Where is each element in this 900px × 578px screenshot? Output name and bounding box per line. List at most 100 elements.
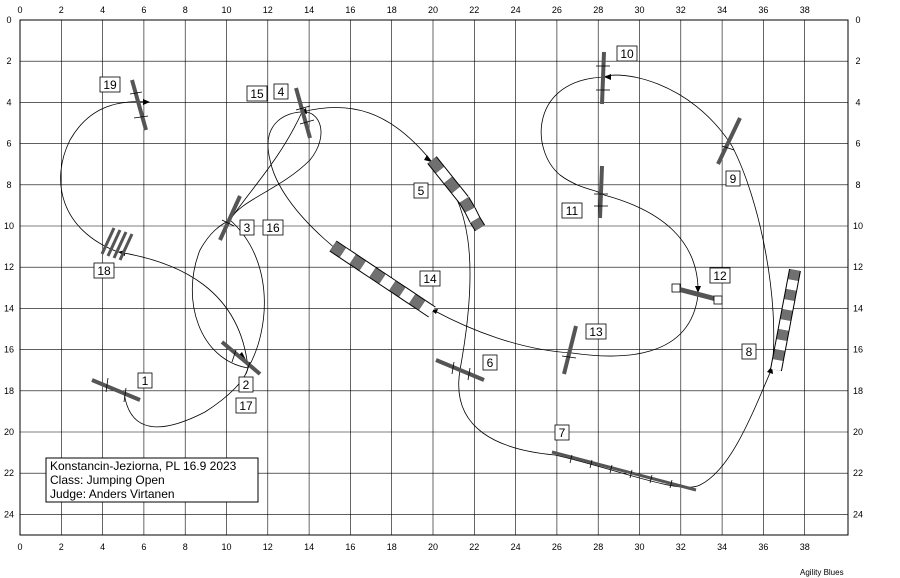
path-10-11	[540, 76, 605, 196]
label-4: 4	[273, 83, 289, 100]
jump-1	[91, 377, 141, 403]
label-9: 9	[725, 170, 741, 187]
label-text: 4	[278, 85, 285, 99]
tunnel-8	[770, 268, 801, 372]
x-tick-top: 28	[593, 5, 603, 15]
x-tick-top: 12	[263, 5, 273, 15]
label-18: 18	[93, 262, 115, 279]
label-text: 13	[589, 325, 603, 339]
arrow-12	[695, 286, 701, 293]
jump-19	[129, 79, 149, 131]
y-tick-left: 12	[4, 262, 14, 272]
x-tick-bottom: 20	[428, 542, 438, 552]
x-tick-bottom: 38	[800, 542, 810, 552]
jump-11	[594, 165, 608, 219]
y-tick-left: 8	[6, 180, 11, 190]
y-tick-left: 10	[4, 221, 14, 231]
x-tick-top: 16	[345, 5, 355, 15]
x-tick-bottom: 14	[304, 542, 314, 552]
x-tick-top: 34	[717, 5, 727, 15]
path-18-19	[60, 101, 149, 253]
label-text: 19	[103, 78, 117, 92]
label-text: 16	[266, 221, 280, 235]
path-9-10	[603, 74, 733, 147]
y-tick-left: 14	[4, 303, 14, 313]
x-tick-bottom: 22	[469, 542, 479, 552]
arrow-5	[424, 155, 432, 162]
tunnels	[329, 156, 801, 372]
jump-12	[671, 283, 723, 305]
label-19: 19	[99, 76, 121, 93]
x-tick-top: 30	[634, 5, 644, 15]
info-line-3: Judge: Anders Virtanen	[50, 487, 175, 501]
y-tick-right: 0	[855, 15, 860, 25]
y-tick-right: 14	[853, 303, 863, 313]
jump-18	[100, 227, 134, 261]
y-tick-left: 18	[4, 386, 14, 396]
y-tick-left: 2	[6, 56, 11, 66]
label-text: 15	[250, 87, 264, 101]
x-tick-top: 32	[676, 5, 686, 15]
x-tick-bottom: 10	[221, 542, 231, 552]
y-tick-right: 10	[853, 221, 863, 231]
y-tick-right: 4	[855, 97, 860, 107]
jump-7	[551, 450, 697, 492]
path-2-3	[191, 219, 249, 369]
arrow-19	[143, 99, 150, 105]
label-text: 18	[97, 264, 111, 278]
y-tick-right: 16	[853, 345, 863, 355]
x-tick-top: 2	[59, 5, 64, 15]
label-14: 14	[419, 270, 441, 287]
label-5: 5	[413, 182, 429, 199]
brand-label: Agility Blues	[800, 568, 844, 577]
x-tick-top: 38	[800, 5, 810, 15]
x-tick-bottom: 16	[345, 542, 355, 552]
x-tick-top: 20	[428, 5, 438, 15]
path-13-14	[432, 309, 573, 354]
axis-ticks: 0022446688101012121414161618182020222224…	[4, 5, 863, 552]
y-tick-left: 24	[4, 509, 14, 519]
label-text: 14	[423, 272, 437, 286]
x-tick-bottom: 4	[100, 542, 105, 552]
x-tick-top: 14	[304, 5, 314, 15]
label-2: 2	[238, 376, 254, 393]
x-tick-top: 4	[100, 5, 105, 15]
jump-2	[220, 340, 262, 376]
y-tick-right: 6	[855, 139, 860, 149]
x-tick-top: 22	[469, 5, 479, 15]
x-tick-bottom: 12	[263, 542, 273, 552]
x-tick-bottom: 26	[552, 542, 562, 552]
label-11: 11	[561, 202, 583, 219]
label-16: 16	[262, 219, 284, 236]
path-8-9	[731, 145, 775, 369]
label-8: 8	[741, 343, 757, 360]
y-tick-right: 22	[853, 468, 863, 478]
label-text: 8	[746, 345, 753, 359]
label-text: 7	[559, 426, 566, 440]
y-tick-right: 20	[853, 427, 863, 437]
path-6-7	[458, 369, 556, 456]
y-tick-right: 18	[853, 386, 863, 396]
x-tick-top: 18	[387, 5, 397, 15]
y-tick-right: 2	[855, 56, 860, 66]
label-text: 5	[418, 184, 425, 198]
path-17-18	[117, 251, 249, 369]
y-tick-left: 22	[4, 468, 14, 478]
x-tick-bottom: 30	[634, 542, 644, 552]
jump-4	[294, 87, 315, 139]
label-7: 7	[554, 424, 570, 441]
x-tick-top: 36	[758, 5, 768, 15]
x-tick-bottom: 18	[387, 542, 397, 552]
label-text: 10	[620, 47, 634, 61]
label-text: 2	[243, 378, 250, 392]
x-tick-bottom: 34	[717, 542, 727, 552]
tunnel-14	[329, 240, 436, 318]
x-tick-top: 10	[221, 5, 231, 15]
x-tick-top: 26	[552, 5, 562, 15]
y-tick-left: 4	[6, 97, 11, 107]
label-12: 12	[709, 267, 731, 284]
jump-6	[435, 358, 485, 382]
x-tick-bottom: 0	[17, 542, 22, 552]
